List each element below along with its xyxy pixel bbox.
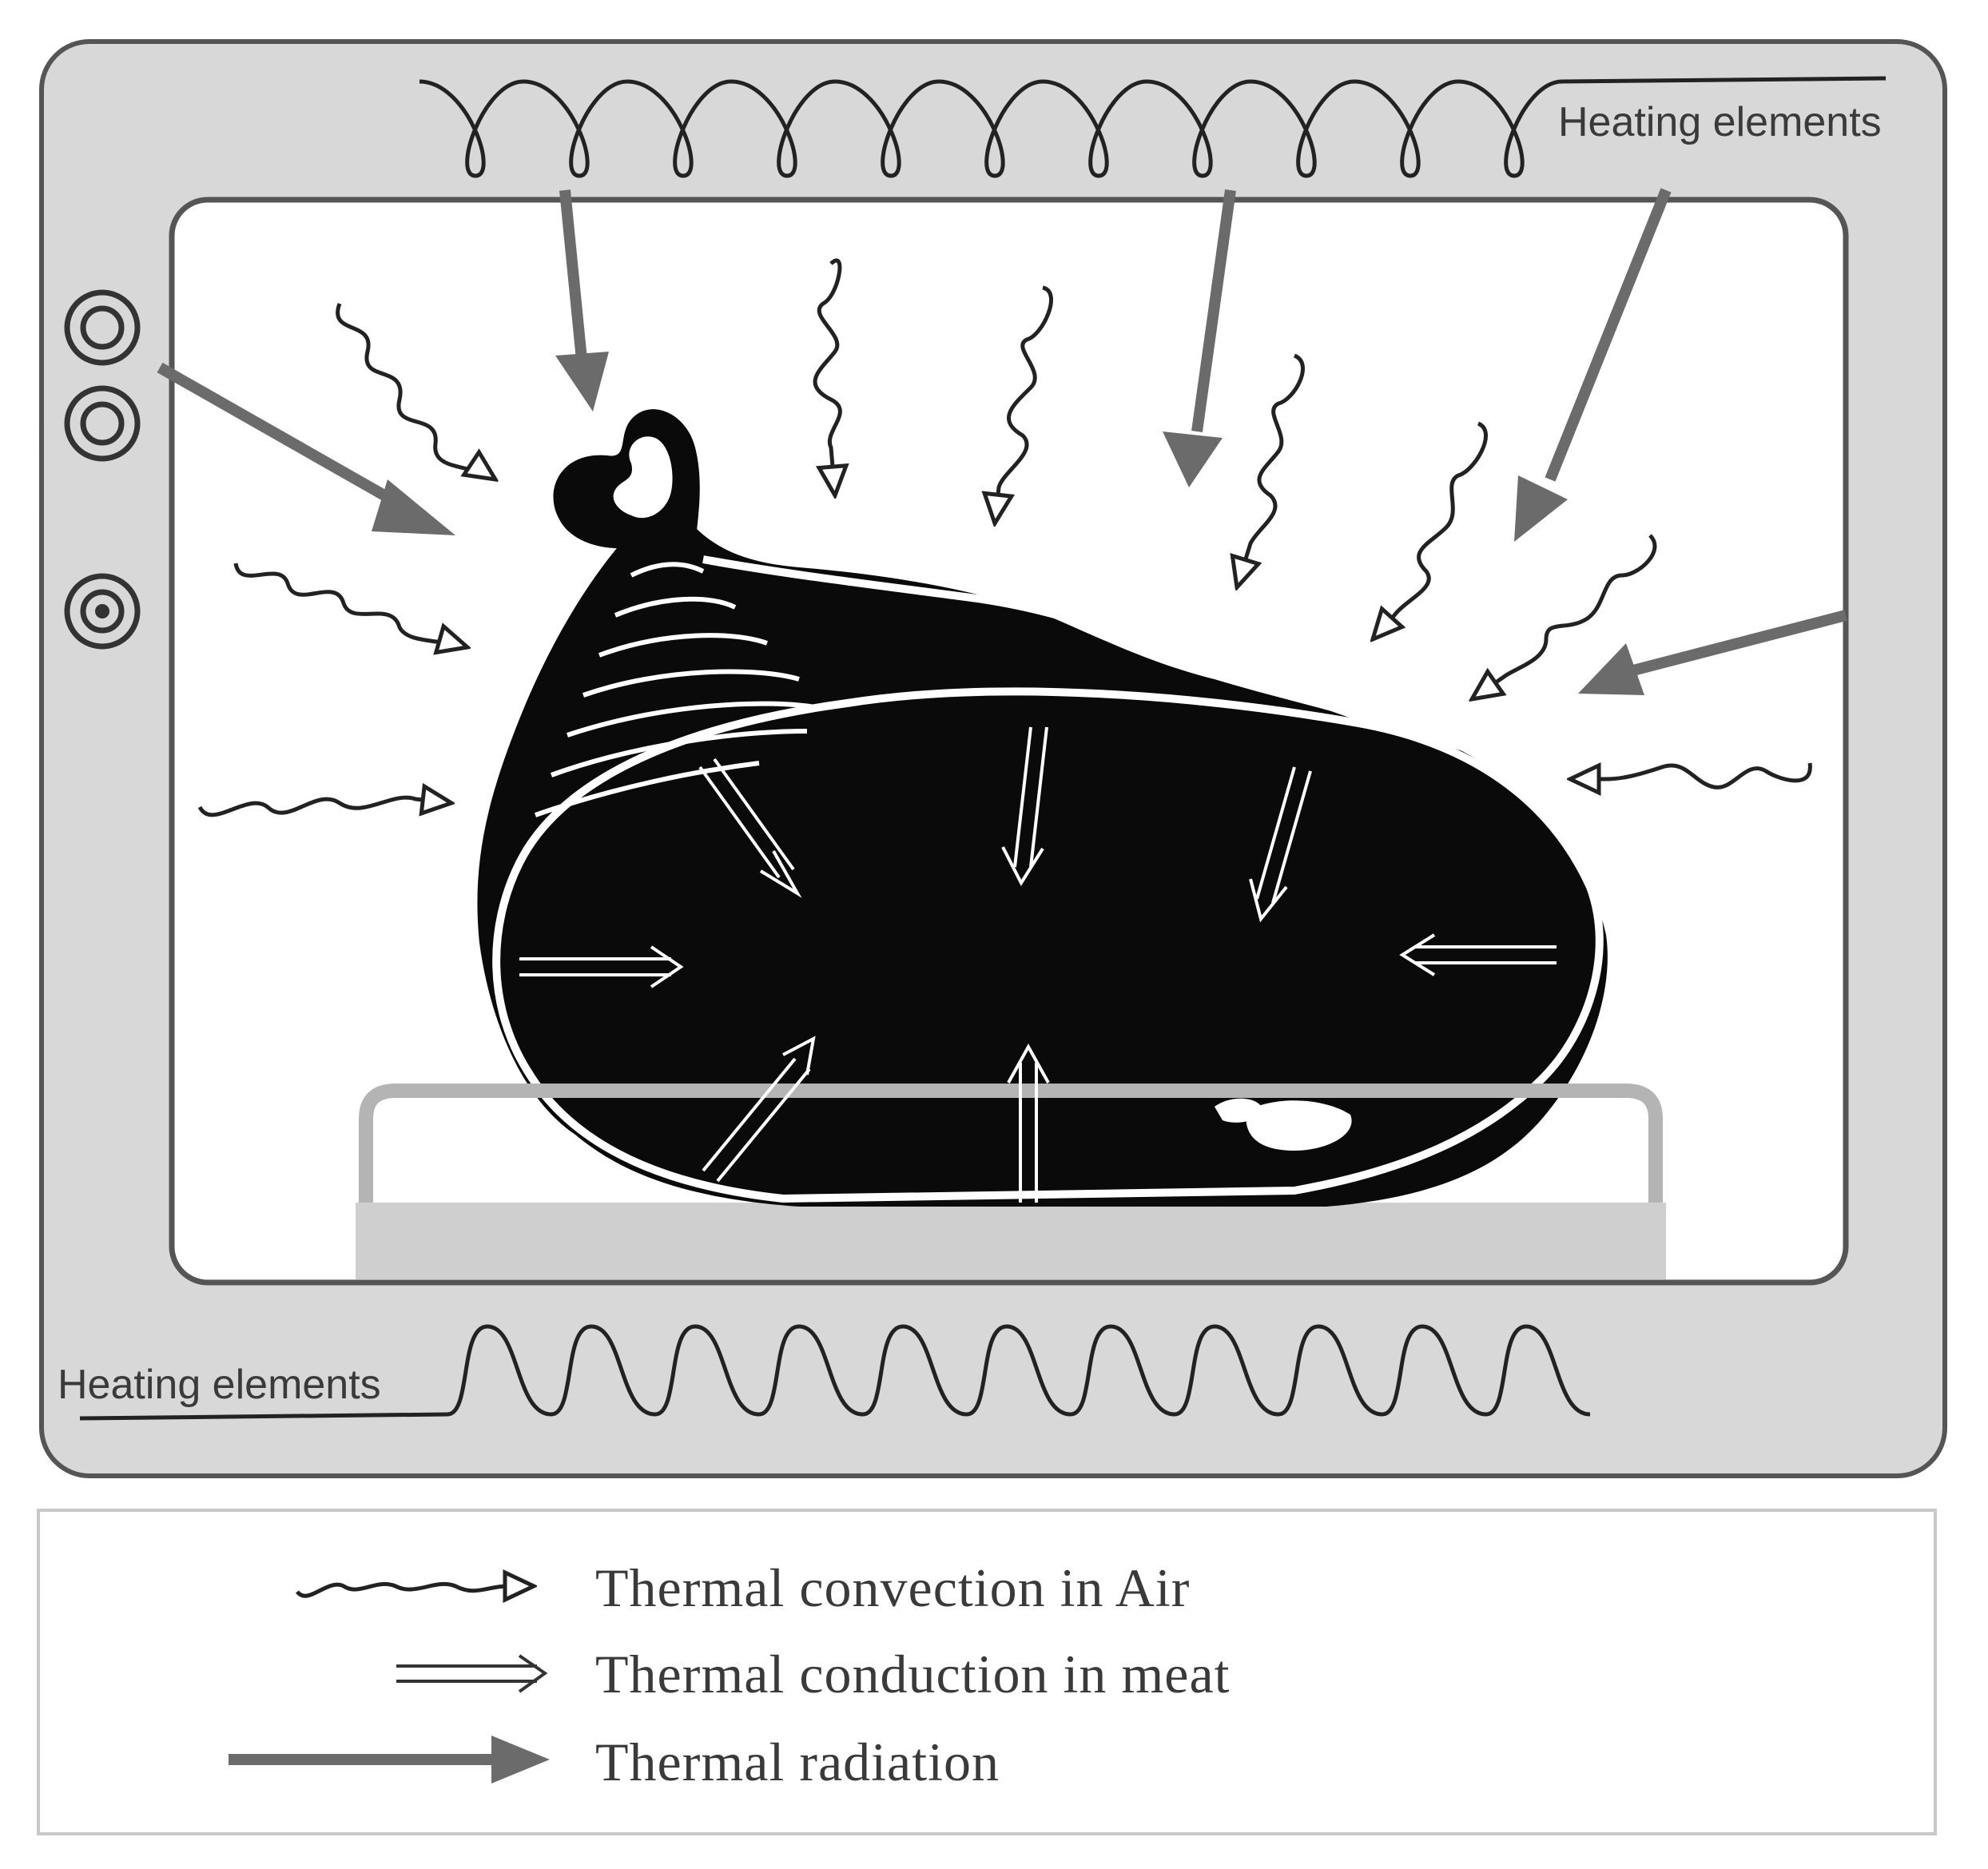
ham-shank-stripes xyxy=(535,562,816,817)
convection-arrow-3 xyxy=(197,797,451,817)
conduction-arrow-1 xyxy=(519,945,684,988)
legend-conduction-row: Thermal conduction in meat xyxy=(396,1644,1231,1704)
conduction-arrow-3 xyxy=(1001,726,1048,887)
radiation-arrow-5 xyxy=(1578,610,1847,695)
radiation-arrow-3 xyxy=(1163,189,1236,487)
convection-arrow-6 xyxy=(1237,353,1305,587)
ham-bone-knob xyxy=(553,409,700,549)
bottom-heating-label: Heating elements xyxy=(58,1362,381,1408)
top-heating-element xyxy=(419,76,1887,178)
conduction-arrow-5 xyxy=(1399,933,1557,976)
legend-radiation-label: Thermal radiation xyxy=(595,1732,1000,1792)
radiation-arrow-4 xyxy=(1514,188,1672,542)
ham-fat-layer xyxy=(492,687,1604,1203)
ham-marbling-spot-2 xyxy=(1215,1098,1262,1123)
radiation-arrows xyxy=(157,188,1847,695)
bottom-heating-element xyxy=(79,1324,1591,1421)
conduction-arrow-2 xyxy=(698,758,802,898)
ham-outer-body xyxy=(477,527,1608,1207)
top-heating-label: Heating elements xyxy=(1558,99,1882,145)
legend-convection-row: Thermal convection in Air xyxy=(295,1557,1190,1618)
conduction-arrow-4 xyxy=(1249,766,1312,923)
conduction-arrows xyxy=(519,726,1557,1203)
conduction-arrow-6 xyxy=(702,1036,816,1183)
roasting-rack xyxy=(359,1084,1663,1203)
convection-arrow-5 xyxy=(995,285,1053,523)
conduction-arrow-7 xyxy=(1007,1043,1050,1203)
convection-arrow-9 xyxy=(1570,763,1812,787)
legend-radiation-symbol xyxy=(229,1736,550,1784)
ham-marbling-spot xyxy=(1246,1100,1352,1151)
radiation-arrow-2 xyxy=(555,189,609,412)
convection-arrow-1 xyxy=(336,303,495,479)
convection-arrow-7 xyxy=(1373,421,1488,639)
radiation-arrow-1 xyxy=(157,362,455,535)
oven-knob-2 xyxy=(64,385,141,462)
baking-pan xyxy=(356,1203,1666,1279)
legend-convection-symbol xyxy=(295,1584,534,1596)
oven-knob-1 xyxy=(64,289,141,366)
ham-skin-highlight xyxy=(702,555,1376,727)
legend-conduction-label: Thermal conduction in meat xyxy=(595,1644,1231,1704)
ham xyxy=(477,409,1608,1207)
legend-convection-label: Thermal convection in Air xyxy=(595,1557,1190,1618)
ham-bone-hole xyxy=(613,436,673,519)
convection-arrow-2 xyxy=(233,563,467,647)
legend-radiation-row: Thermal radiation xyxy=(229,1732,1000,1792)
convection-arrow-4 xyxy=(813,258,840,495)
legend-conduction-symbol xyxy=(396,1654,548,1693)
legend-box xyxy=(37,1509,1937,1835)
legend: Thermal convection in Air Thermal conduc… xyxy=(37,1509,1937,1835)
convection-arrow-8 xyxy=(1472,534,1657,699)
convection-arrows xyxy=(197,258,1812,817)
oven-knob-3 xyxy=(64,573,141,650)
